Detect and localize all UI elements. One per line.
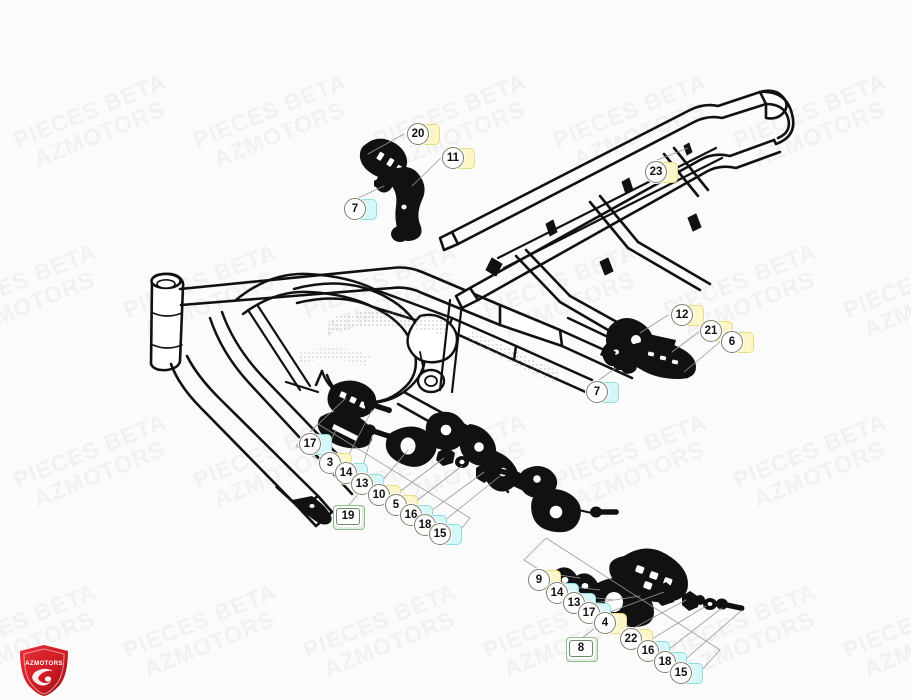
callout-ring [721, 331, 743, 353]
callout-number: 7 [593, 385, 601, 398]
callout-badge-7[interactable]: 7 [585, 380, 619, 404]
callout-badge-20[interactable]: 20 [406, 122, 440, 146]
callout-number: 11 [446, 151, 460, 164]
callout-ring [429, 523, 451, 545]
callout-badge-23[interactable]: 23 [644, 160, 678, 184]
callout-ring [299, 433, 321, 455]
callout-number: 19 [341, 510, 355, 523]
callout-ring [586, 381, 608, 403]
callout-number: 10 [372, 488, 386, 501]
callout-number: 4 [601, 616, 609, 629]
callout-badge-12[interactable]: 12 [670, 303, 704, 327]
svg-text:AZMOTORS: AZMOTORS [25, 660, 63, 667]
callout-ring [670, 662, 692, 684]
callout-ring [645, 161, 667, 183]
callout-badge-15[interactable]: 15 [428, 522, 462, 546]
callout-number: 3 [326, 456, 334, 469]
azmotors-shield-logo: AZMOTORS [20, 645, 68, 696]
callout-number: 17 [582, 606, 596, 619]
callout-number: 15 [674, 666, 688, 679]
callout-number: 23 [649, 165, 663, 178]
callout-ring [407, 123, 429, 145]
callout-number: 15 [433, 527, 447, 540]
callout-number: 18 [418, 518, 432, 531]
callout-number: 8 [577, 642, 585, 655]
callout-badge-17[interactable]: 17 [298, 432, 332, 456]
callout-number: 16 [404, 508, 418, 521]
callout-badge-8[interactable]: 8 [566, 637, 598, 662]
callout-number: 17 [303, 437, 317, 450]
callout-ring [344, 198, 366, 220]
callout-number: 21 [704, 324, 718, 337]
callout-number: 14 [339, 466, 353, 479]
callout-number: 20 [411, 127, 425, 140]
callout-number: 5 [392, 498, 400, 511]
callout-badge-7[interactable]: 7 [343, 197, 377, 221]
callout-number: 9 [535, 573, 543, 586]
callout-ring [528, 569, 550, 591]
callout-number: 7 [351, 202, 359, 215]
callout-number: 12 [675, 308, 689, 321]
callout-badge-4[interactable]: 4 [593, 611, 627, 635]
callout-ring [569, 640, 593, 657]
callout-badge-15[interactable]: 15 [669, 661, 703, 685]
callout-ring [594, 612, 616, 634]
callout-number: 18 [658, 655, 672, 668]
callout-ring [442, 147, 464, 169]
callout-badge-11[interactable]: 11 [441, 146, 475, 170]
callout-number: 22 [624, 632, 638, 645]
callout-number: 6 [728, 335, 736, 348]
callout-ring [671, 304, 693, 326]
callout-number: 16 [641, 644, 655, 657]
callout-number: 13 [567, 596, 581, 609]
callout-badge-19[interactable]: 19 [333, 505, 365, 530]
callout-badge-6[interactable]: 6 [720, 330, 754, 354]
callout-number: 14 [550, 586, 564, 599]
callout-number: 13 [355, 477, 369, 490]
callout-ring [336, 508, 360, 525]
